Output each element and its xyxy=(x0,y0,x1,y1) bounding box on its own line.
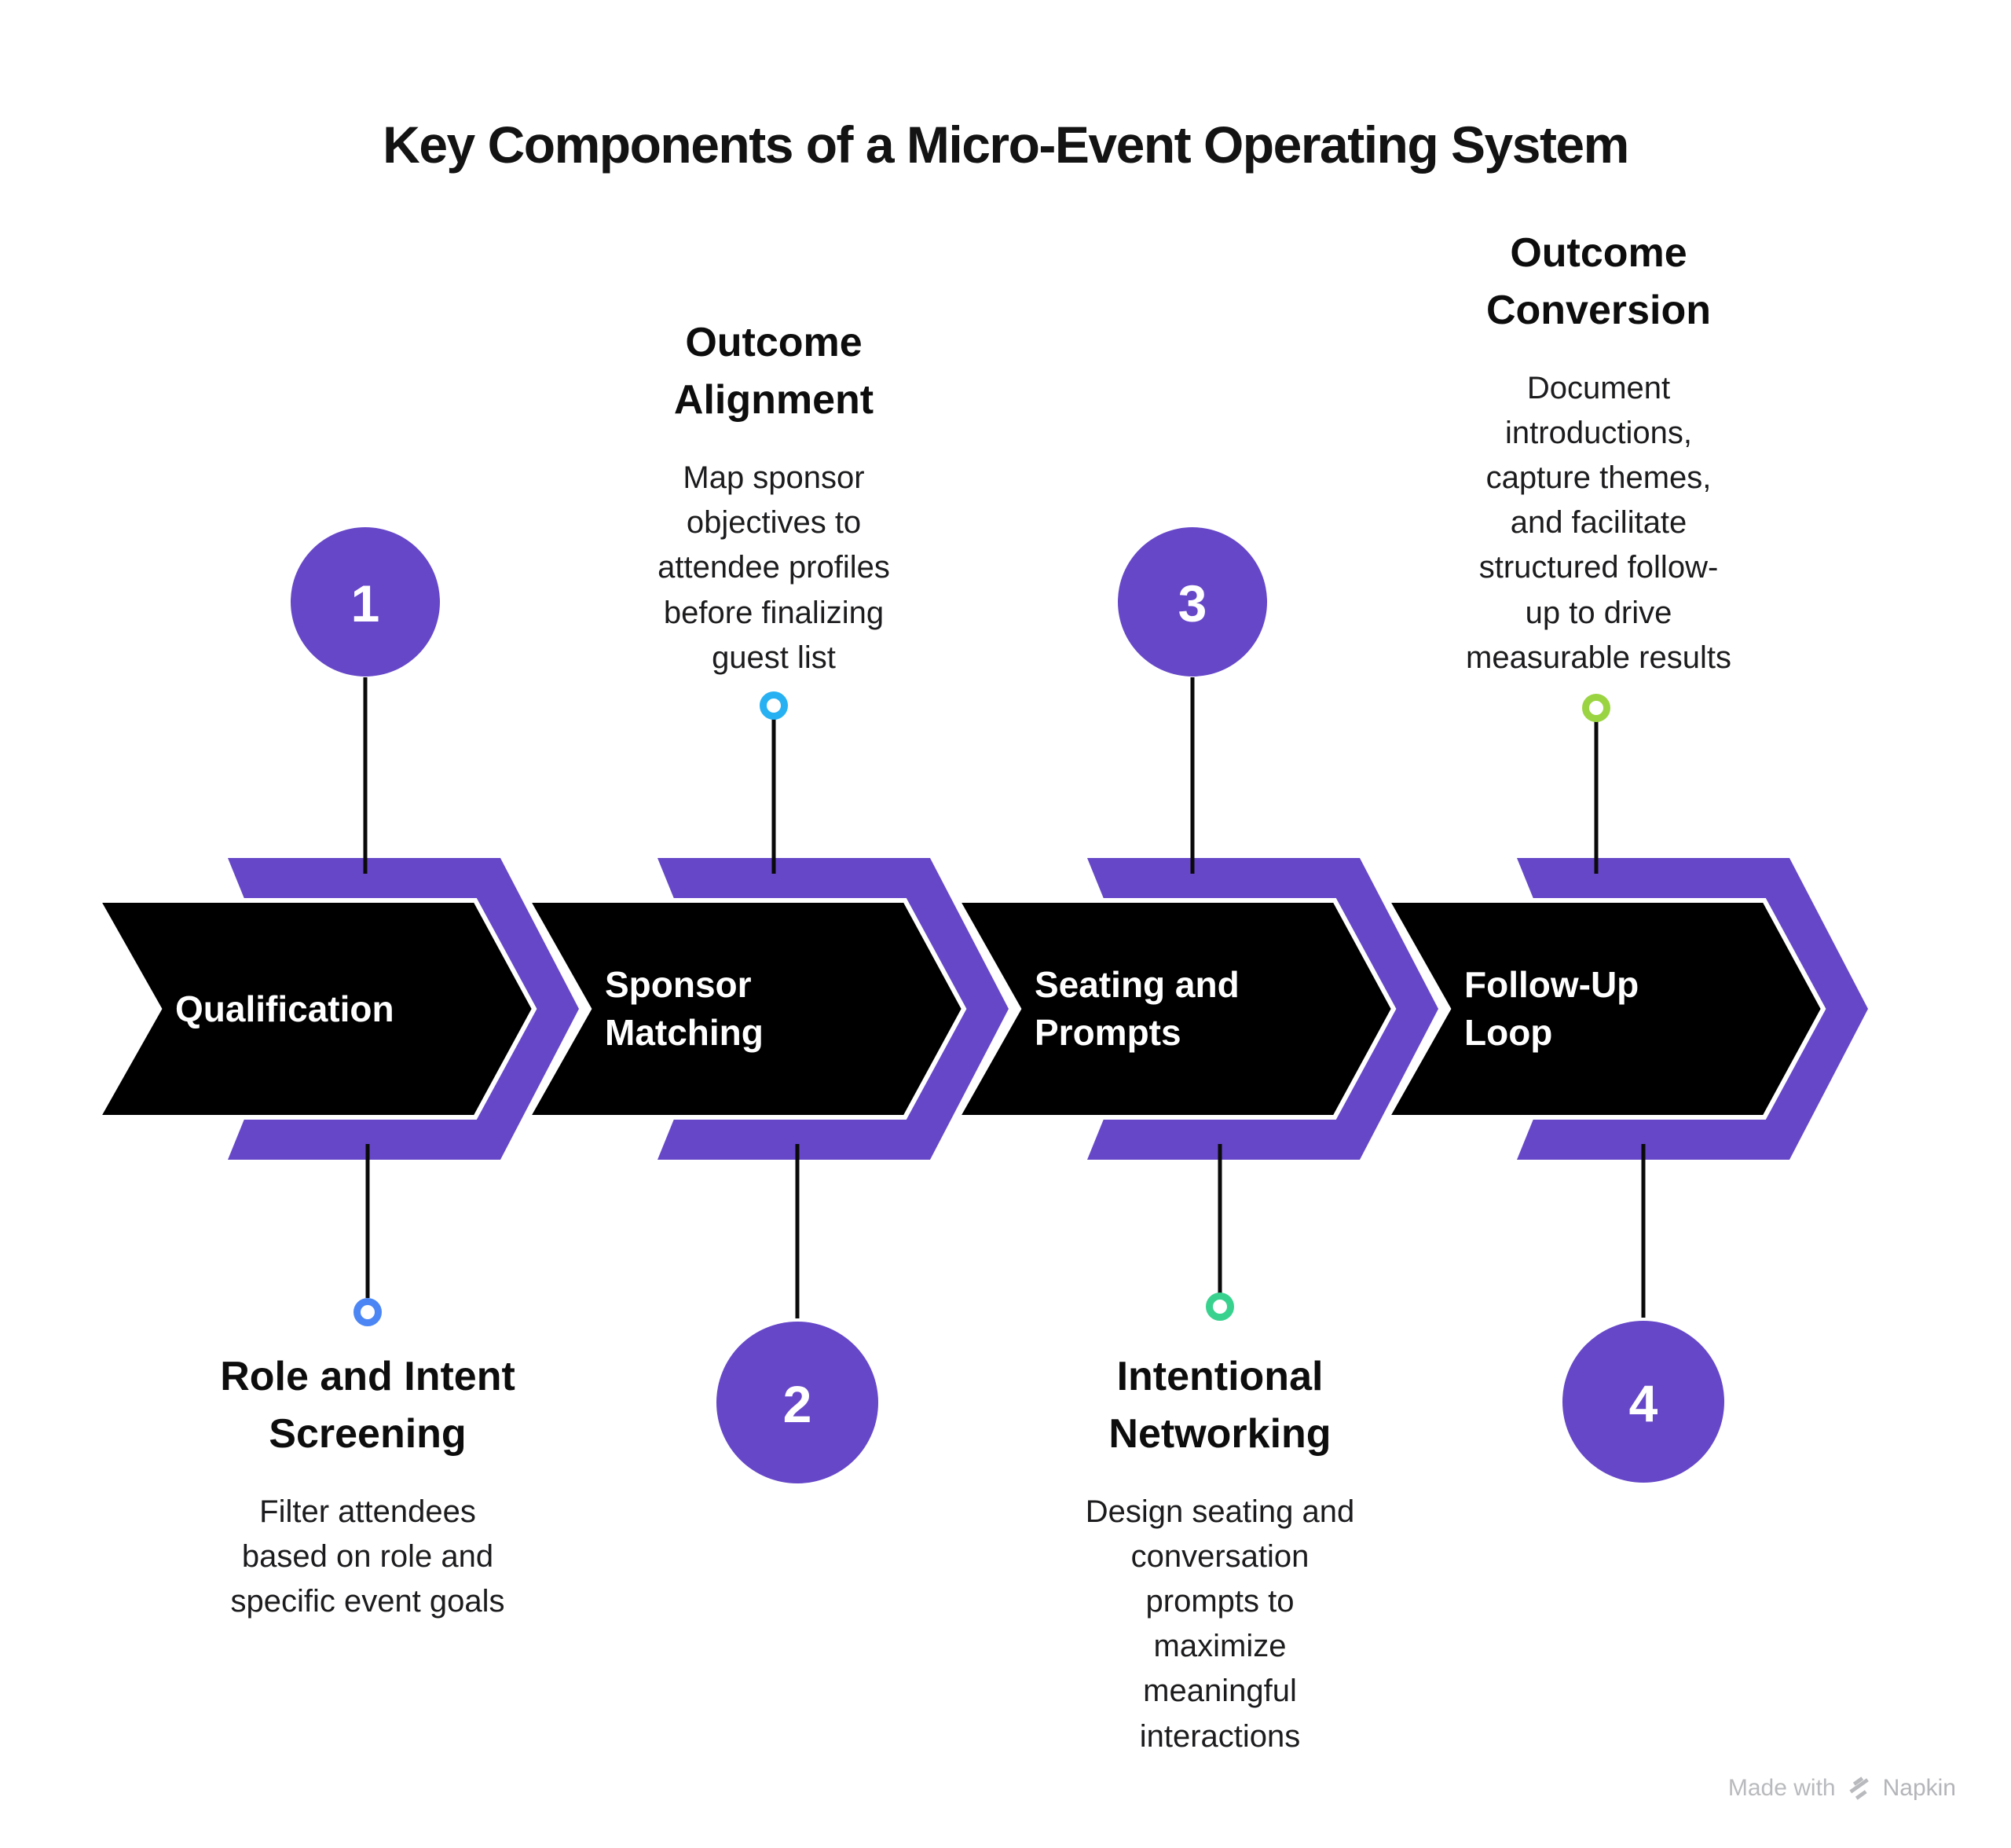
callout-body: Document introductions, capture themes, … xyxy=(1466,370,1731,675)
callout-title: Outcome Alignment xyxy=(673,320,874,424)
step-1-label: Qualification xyxy=(175,988,394,1029)
callout-intentional-networking: Intentional Networking Design seating an… xyxy=(1024,1348,1416,1759)
made-with-napkin-watermark: Made with Napkin xyxy=(1728,1774,1956,1802)
step-2-label: Sponsor Matching xyxy=(605,964,764,1053)
step-4-label: Follow-Up Loop xyxy=(1464,964,1639,1053)
callout-title: Outcome Conversion xyxy=(1485,230,1712,333)
step-2-number-circle xyxy=(716,1322,878,1483)
step-3-marker-ring xyxy=(1206,1292,1234,1321)
step-1-number-circle xyxy=(291,527,440,676)
step-4-number: 4 xyxy=(1628,1374,1658,1432)
step-2-marker-ring xyxy=(760,691,788,720)
callout-outcome-alignment: Outcome Alignment Map sponsor objectives… xyxy=(585,314,962,680)
step-4-number-circle xyxy=(1562,1321,1724,1483)
callout-body: Design seating and conversation prompts … xyxy=(1085,1494,1355,1754)
step-1-marker-ring xyxy=(353,1298,382,1326)
napkin-brand-text: Napkin xyxy=(1882,1775,1956,1801)
callout-body: Map sponsor objectives to attendee profi… xyxy=(658,460,890,675)
step-3-label: Seating and Prompts xyxy=(1035,964,1240,1053)
napkin-logo-icon xyxy=(1845,1774,1874,1802)
callout-outcome-conversion: Outcome Conversion Document introduction… xyxy=(1410,225,1787,680)
step-3-number: 3 xyxy=(1178,574,1207,632)
step-4-marker-ring xyxy=(1582,694,1610,722)
callout-title: Role and Intent Screening xyxy=(220,1354,515,1457)
callout-body: Filter attendees based on role and speci… xyxy=(230,1494,505,1619)
made-with-text: Made with xyxy=(1727,1775,1836,1801)
callout-title: Intentional Networking xyxy=(1108,1354,1332,1457)
step-2-number: 2 xyxy=(782,1375,812,1433)
step-3-number-circle xyxy=(1118,527,1267,676)
step-2-chevron-group xyxy=(528,858,1009,1160)
callout-role-intent-screening: Role and Intent Screening Filter attende… xyxy=(161,1348,574,1624)
step-1-number: 1 xyxy=(350,574,380,632)
page-title: Key Components of a Micro-Event Operatin… xyxy=(383,116,1629,174)
